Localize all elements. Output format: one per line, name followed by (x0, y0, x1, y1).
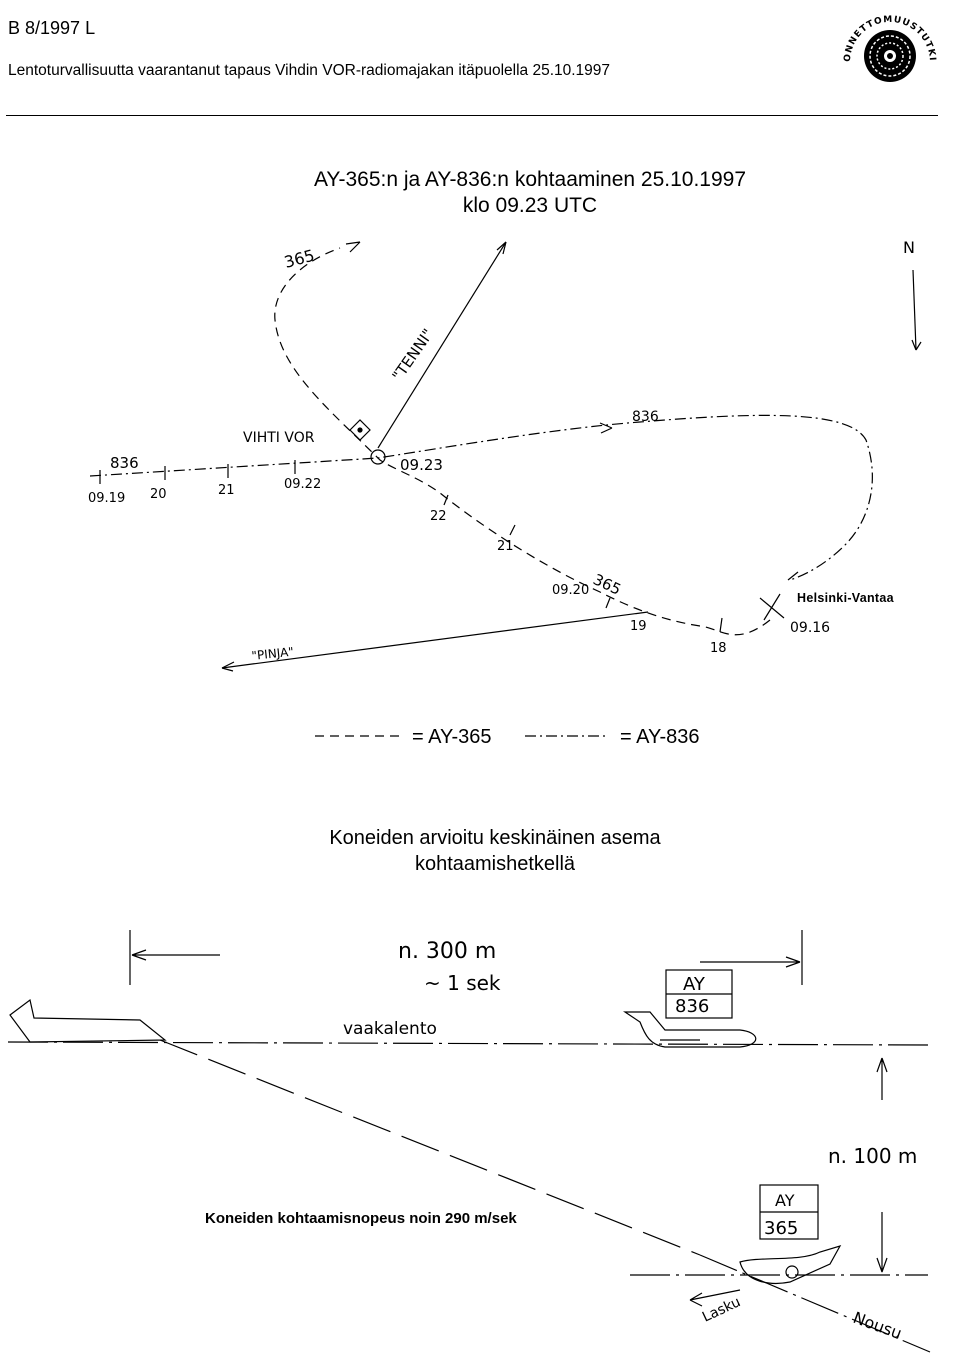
closing-speed-note: Koneiden kohtaamisnopeus noin 290 m/sek (205, 1210, 517, 1227)
vor-symbol-icon (349, 419, 371, 441)
minute-20-label: 20 (150, 487, 167, 502)
north-label: N (903, 238, 915, 257)
track-ay365 (274, 247, 771, 636)
track-ay836-end-arrow (787, 571, 799, 581)
distance-arrow-right (700, 956, 801, 968)
vertical-arrow-down (876, 1212, 888, 1273)
descent-label: Lasku (700, 1294, 743, 1326)
minute-22-label: 22 (430, 509, 447, 524)
minute-21-left-label: 21 (218, 483, 235, 498)
legend-ay836-label: = AY-836 (620, 726, 700, 748)
track-ay365-arrow (345, 241, 361, 253)
flight-365-mid-label: 365 (590, 570, 624, 598)
aircraft-left-icon (9, 998, 167, 1043)
north-arrow (912, 269, 917, 351)
legend-ay365-label: = AY-365 (412, 726, 492, 748)
flight-836-right-label: 836 (632, 409, 659, 425)
horizontal-flight-label: vaakalento (343, 1019, 437, 1039)
report-code: B 8/1997 L (8, 18, 96, 38)
aircraft-836-icon (623, 1011, 757, 1048)
time-separation-label: ~ 1 sek (424, 971, 501, 995)
vertical-arrow-up (876, 1057, 888, 1100)
minute-19-label: 19 (630, 619, 647, 634)
header-divider (6, 115, 938, 116)
track-ay836-arrow (599, 422, 613, 434)
conflict-point-icon (370, 449, 386, 465)
airport-label: Helsinki-Vantaa (797, 591, 894, 605)
aircraft-836-label-line2: 836 (675, 996, 709, 1017)
track-ay836 (89, 414, 873, 581)
aircraft-365-label-line1: AY (775, 1191, 795, 1210)
profile-caption: Koneiden arvioitu keskinäinen asema (329, 827, 661, 849)
time-0923-label: 09.23 (400, 456, 443, 474)
route-tenni-line (377, 241, 507, 449)
aircraft-365-engine (785, 1265, 799, 1279)
vor-label: VIHTI VOR (243, 430, 315, 446)
minute-21-right-label: 21 (497, 539, 514, 554)
profile-caption-line2: kohtaamishetkellä (414, 853, 576, 875)
flight-365-top-label: 365 (282, 246, 316, 272)
horizontal-flight-line (7, 1041, 929, 1046)
route-tenni-label: "TENNI" (389, 325, 438, 384)
flight-836-left-label: 836 (110, 454, 139, 472)
time-0919-label: 09.19 (88, 491, 125, 506)
minute-18-label: 18 (710, 641, 727, 656)
airport-symbol-icon (759, 593, 785, 621)
tick-marks (99, 460, 723, 633)
route-pinja-arrow (221, 661, 235, 672)
distance-label: n. 300 m (398, 939, 496, 964)
report-title: Lentoturvallisuutta vaarantanut tapaus V… (8, 62, 611, 79)
aircraft-365-icon (739, 1245, 842, 1284)
map-title: AY-365:n ja AY-836:n kohtaaminen 25.10.1… (313, 168, 747, 191)
time-0922-label: 09.22 (284, 477, 321, 492)
vertical-separation-label: n. 100 m (828, 1144, 917, 1168)
distance-arrow-left (131, 949, 220, 961)
agency-logo-icon: ONNETTOMUUSTUTKINTAKESKUS (838, 2, 936, 82)
map-subtitle: klo 09.23 UTC (462, 194, 598, 217)
route-pinja-line (221, 611, 649, 669)
descent-path-cont (699, 1254, 931, 1353)
route-pinja-label: "PINJA" (251, 645, 295, 663)
time-0916-label: 09.16 (790, 620, 830, 636)
north-arrow-head (911, 339, 922, 351)
climb-label: Nousu (851, 1308, 905, 1343)
time-0920-label: 09.20 (552, 583, 589, 598)
aircraft-836-label-line1: AY (683, 974, 706, 995)
aircraft-365-label-line2: 365 (764, 1218, 798, 1239)
descent-arrow (689, 1289, 741, 1307)
route-tenni-arrow (496, 241, 507, 255)
descent-path-line (159, 1039, 701, 1256)
